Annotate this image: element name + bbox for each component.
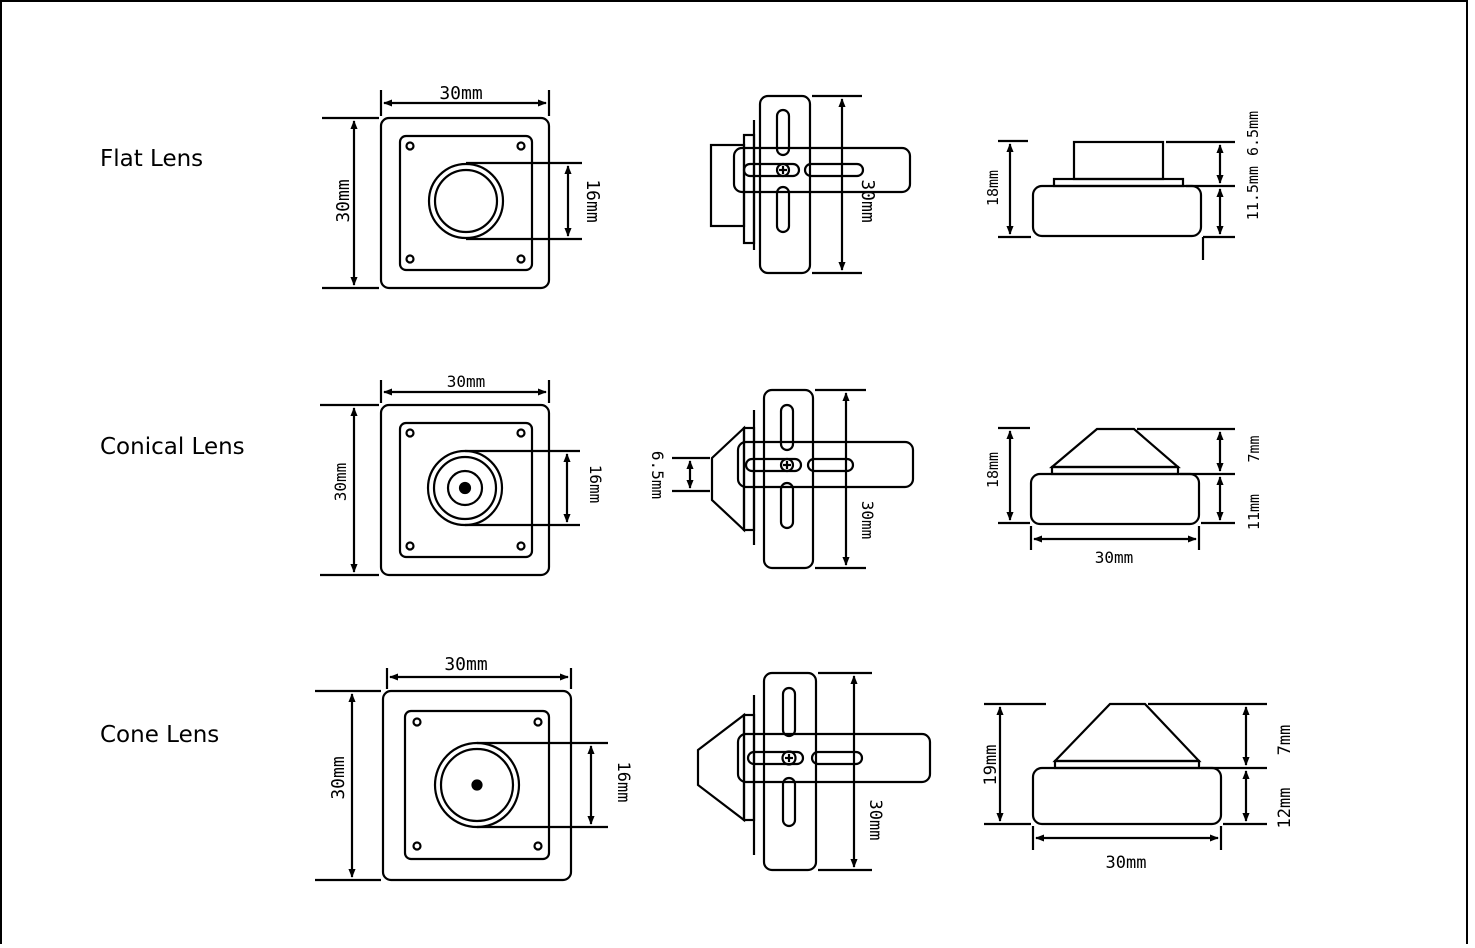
flat-front-height-text: 30mm	[333, 179, 354, 222]
cone-front-width-text: 30mm	[444, 654, 487, 675]
cone-front-view	[315, 668, 608, 882]
flat-lens-label: Flat Lens	[100, 146, 204, 172]
conical-profile-view	[998, 426, 1235, 550]
flat-side-height-text: 30mm	[857, 179, 878, 222]
cone-profile-view	[984, 702, 1267, 850]
cone-profile-total-text: 19mm	[981, 745, 1001, 786]
conical-front-view	[320, 380, 580, 577]
flat-profile-view	[998, 139, 1235, 260]
conical-profile-body-height-text: 11mm	[1245, 494, 1263, 530]
conical-profile-total-text: 18mm	[984, 452, 1002, 488]
conical-front-width-text: 30mm	[447, 372, 486, 391]
cone-lens-diameter-text: 16mm	[613, 762, 633, 803]
flat-front-width-text: 30mm	[439, 83, 482, 104]
conical-profile-lens-height-text: 7mm	[1245, 435, 1263, 462]
conical-side-view	[672, 388, 915, 570]
cone-front-height-text: 30mm	[328, 756, 349, 799]
conical-lens-label: Conical Lens	[100, 434, 245, 460]
cone-lens-label: Cone Lens	[100, 722, 220, 748]
cone-side-height-text: 30mm	[865, 800, 885, 841]
cone-profile-lens-height-text: 7mm	[1275, 725, 1295, 756]
flat-profile-lens-height-text: 6.5mm	[1244, 111, 1262, 156]
cone-side-view	[696, 671, 932, 872]
conical-front-height-text: 30mm	[331, 463, 350, 502]
conical-lens-offset-text: 6.5mm	[648, 451, 667, 499]
cone-profile-body-height-text: 12mm	[1275, 788, 1295, 829]
flat-profile-body-height-text: 11.5mm	[1244, 166, 1262, 220]
flat-front-view	[322, 90, 582, 290]
flat-lens-diameter-text: 16mm	[582, 179, 603, 222]
conical-profile-width-text: 30mm	[1095, 548, 1134, 567]
conical-side-height-text: 30mm	[858, 501, 877, 540]
conical-lens-diameter-text: 16mm	[586, 465, 605, 504]
flat-profile-total-text: 18mm	[984, 170, 1002, 206]
cone-profile-width-text: 30mm	[1106, 853, 1147, 873]
flat-side-view	[709, 94, 912, 275]
